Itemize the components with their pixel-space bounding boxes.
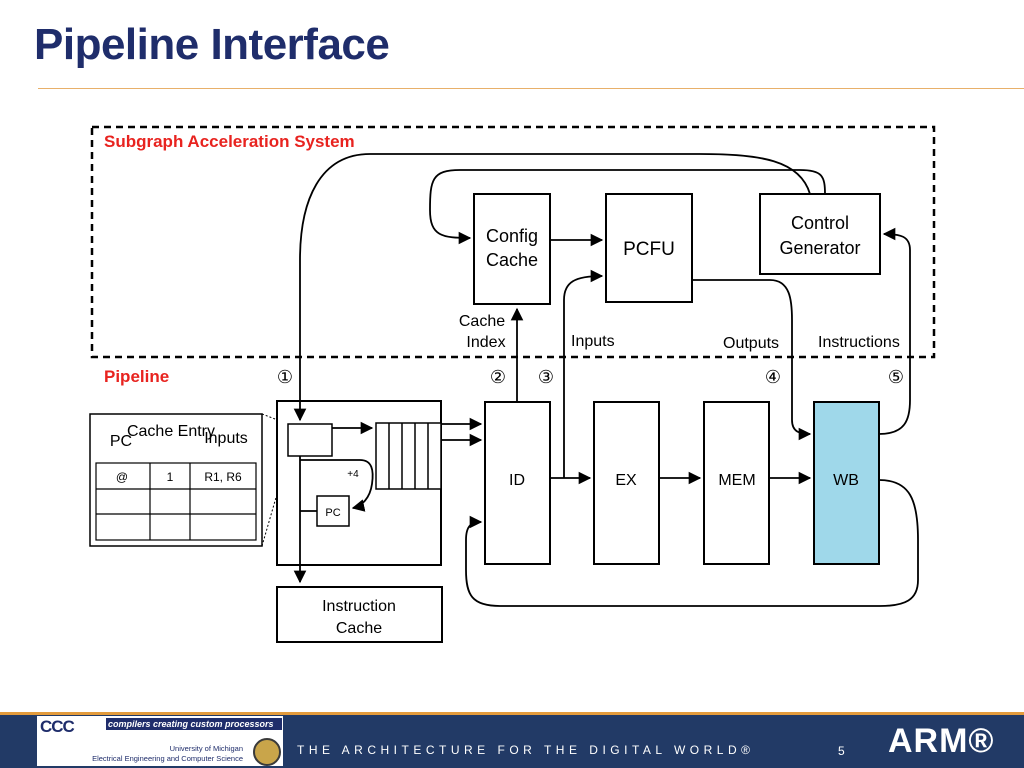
svg-text:Config: Config xyxy=(486,226,538,246)
svg-text:MEM: MEM xyxy=(718,472,755,489)
footer-accent-line xyxy=(0,712,1024,715)
svg-text:ID: ID xyxy=(509,472,525,489)
marker-4: ④ xyxy=(765,367,781,387)
title-divider xyxy=(38,88,1024,89)
marker-3: ③ xyxy=(538,367,554,387)
table-header-pc: PC xyxy=(110,433,132,450)
config-cache-block: Config Cache xyxy=(473,193,551,305)
marker-1: ① xyxy=(277,367,293,387)
instructions-label: Instructions xyxy=(818,334,900,351)
page-number: 5 xyxy=(838,744,845,758)
svg-text:Instruction: Instruction xyxy=(322,598,396,615)
slide-title: Pipeline Interface xyxy=(34,20,390,69)
pc-cache-table: PC Cache Entry Inputs @ 1 R1, R6 xyxy=(89,413,263,547)
ccc-logo: CCC xyxy=(40,717,75,736)
fetch-block: PC +4 xyxy=(276,400,442,566)
ex-stage: EX xyxy=(593,401,660,565)
university-name: University of Michigan xyxy=(169,744,243,753)
svg-text:WB: WB xyxy=(833,472,859,489)
table-header-cache-entry: Cache Entry xyxy=(127,423,215,440)
svg-text:Cache: Cache xyxy=(486,250,538,270)
pcfu-block: PCFU xyxy=(605,193,693,303)
table-cell: 1 xyxy=(167,470,174,484)
id-stage: ID xyxy=(484,401,551,565)
subgraph-boundary xyxy=(90,125,936,359)
instruction-buffer xyxy=(375,422,442,490)
marker-2: ② xyxy=(490,367,506,387)
marker-5: ⑤ xyxy=(888,367,904,387)
svg-text:Generator: Generator xyxy=(779,238,860,258)
ccc-logo-panel: CCC compilers creating custom processors… xyxy=(37,716,283,766)
svg-text:PC: PC xyxy=(325,507,340,519)
instruction-cache-block: Instruction Cache xyxy=(276,586,443,643)
svg-text:EX: EX xyxy=(615,472,637,489)
department-name: Electrical Engineering and Computer Scie… xyxy=(92,754,243,763)
table-header-inputs: Inputs xyxy=(204,430,248,447)
svg-text:Control: Control xyxy=(791,213,849,233)
inputs-label: Inputs xyxy=(571,333,615,350)
pipeline-label: Pipeline xyxy=(104,367,169,386)
mem-stage: MEM xyxy=(703,401,770,565)
wires xyxy=(293,153,919,607)
control-generator-block: Control Generator xyxy=(759,193,881,275)
pc-register xyxy=(316,495,350,527)
wb-stage: WB xyxy=(813,401,880,565)
cache-entry-register xyxy=(287,423,333,457)
arm-logo: ARM® xyxy=(888,722,995,760)
svg-text:PCFU: PCFU xyxy=(623,239,675,260)
university-seal-icon xyxy=(253,738,281,766)
footer-tagline: THE ARCHITECTURE FOR THE DIGITAL WORLD® xyxy=(297,743,755,757)
pipeline-diagram: Subgraph Acceleration System Pipeline Co… xyxy=(89,125,936,643)
table-cell: R1, R6 xyxy=(204,470,242,484)
ccc-tagline: compilers creating custom processors xyxy=(106,718,282,730)
svg-text:Cache: Cache xyxy=(336,620,382,637)
outputs-label: Outputs xyxy=(723,335,779,352)
subgraph-label: Subgraph Acceleration System xyxy=(104,132,355,151)
table-row: @ xyxy=(116,470,128,484)
plus-four-label: +4 xyxy=(347,469,359,480)
cache-index-label-line2: Index xyxy=(466,334,505,351)
cache-index-label: Cache xyxy=(459,313,505,330)
